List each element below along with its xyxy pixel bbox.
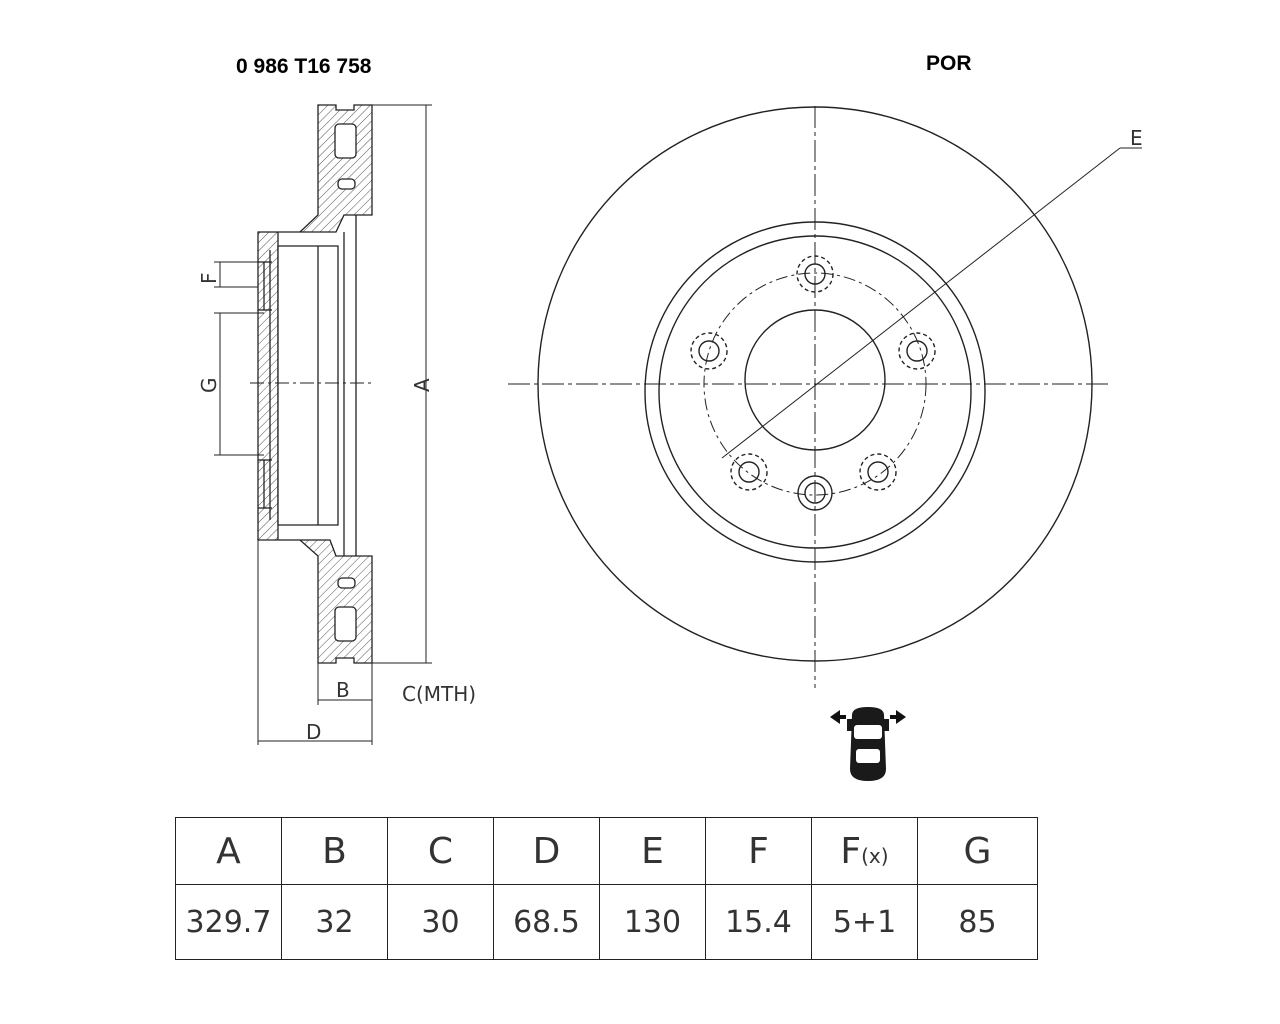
bolt-hole xyxy=(859,453,897,491)
bolt-hole xyxy=(797,475,833,511)
bolt-hole xyxy=(690,332,728,370)
bolt-hole xyxy=(898,332,936,370)
header-fx: F(x) xyxy=(811,817,918,885)
header-d: D xyxy=(493,817,600,885)
spec-value-row: 329.7 32 30 68.5 130 15.4 5+1 85 xyxy=(175,884,1038,960)
header-fx-subscript: (x) xyxy=(861,843,889,868)
header-b: B xyxy=(281,817,388,885)
label-e: E xyxy=(1130,126,1143,150)
value-b: 32 xyxy=(281,884,388,960)
header-g: G xyxy=(917,817,1038,885)
front-view xyxy=(508,106,1142,688)
header-a: A xyxy=(175,817,282,885)
label-a: A xyxy=(410,378,434,392)
value-fx: 5+1 xyxy=(811,884,918,960)
spec-table: A B C D E F F(x) G 329.7 32 30 68.5 130 … xyxy=(175,817,1038,960)
label-g: G xyxy=(197,378,221,394)
header-fx-letter: F xyxy=(840,830,862,872)
value-f: 15.4 xyxy=(705,884,812,960)
hub-inner xyxy=(277,245,339,526)
bolt-hole xyxy=(730,453,768,491)
label-c: C(MTH) xyxy=(402,682,476,706)
bolt-hole xyxy=(796,255,834,293)
header-c: C xyxy=(387,817,494,885)
value-c: 30 xyxy=(387,884,494,960)
value-d: 68.5 xyxy=(493,884,600,960)
header-e: E xyxy=(599,817,706,885)
section-view xyxy=(214,104,432,745)
header-f: F xyxy=(705,817,812,885)
front-axle-car-icon xyxy=(830,707,906,781)
brand-code: POR xyxy=(926,52,972,75)
spec-header-row: A B C D E F F(x) G xyxy=(175,817,1038,885)
part-number: 0 986 T16 758 xyxy=(236,55,372,78)
value-a: 329.7 xyxy=(175,884,282,960)
label-f: F xyxy=(197,272,221,284)
value-g: 85 xyxy=(917,884,1038,960)
value-e: 130 xyxy=(599,884,706,960)
label-d: D xyxy=(306,720,321,744)
label-b: B xyxy=(336,678,350,702)
